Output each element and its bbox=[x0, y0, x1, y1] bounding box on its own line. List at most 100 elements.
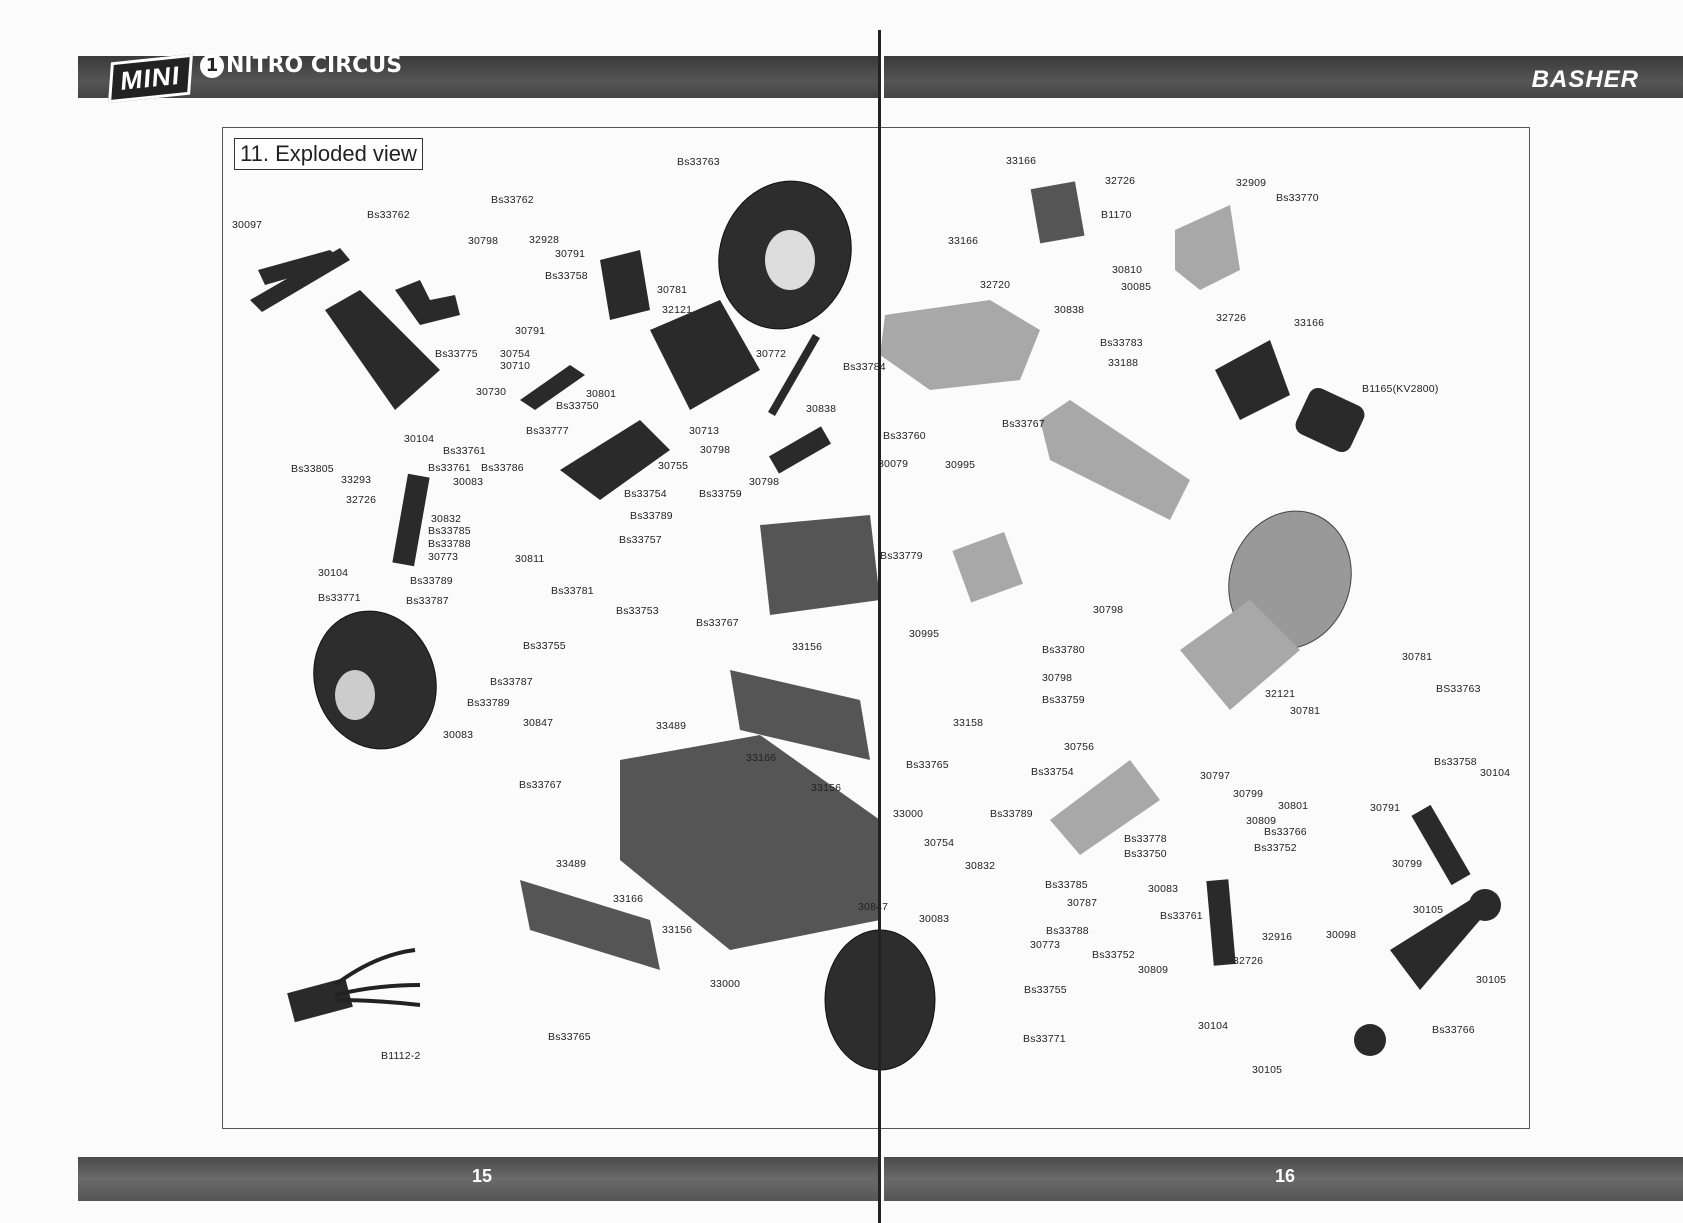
part-label: 30797 bbox=[1200, 770, 1231, 782]
part-label: Bs33766 bbox=[1432, 1024, 1475, 1036]
part-label: 30773 bbox=[1030, 939, 1061, 951]
part-label: Bs33765 bbox=[906, 759, 949, 771]
part-label: 33489 bbox=[556, 858, 587, 870]
part-label: 30104 bbox=[1198, 1020, 1229, 1032]
part-label: 33156 bbox=[792, 641, 823, 653]
part-label: 30798 bbox=[749, 476, 780, 488]
page-number-right: 16 bbox=[1275, 1166, 1296, 1186]
part-label: Bs33758 bbox=[1434, 756, 1477, 768]
skid-plate-part bbox=[325, 290, 440, 410]
part-label: 30104 bbox=[318, 567, 349, 579]
upper-arm-left-part bbox=[520, 365, 585, 410]
part-label: Bs33785 bbox=[1045, 879, 1088, 891]
part-label: 30710 bbox=[500, 360, 531, 372]
part-label: 32720 bbox=[980, 279, 1011, 291]
part-label: 30809 bbox=[1138, 964, 1169, 976]
nitro-circus-text: NITRO CIRCUS bbox=[226, 53, 403, 78]
chassis-plate-part bbox=[620, 735, 880, 950]
front-bumper-part bbox=[250, 248, 350, 312]
part-label: B1170 bbox=[1101, 209, 1132, 221]
part-label: Bs33759 bbox=[1042, 694, 1085, 706]
part-label: 30085 bbox=[1121, 281, 1152, 293]
part-label: 30799 bbox=[1233, 788, 1264, 800]
part-label: 32726 bbox=[1233, 955, 1264, 967]
part-label: 32121 bbox=[1265, 688, 1296, 700]
battery-tray-bottom-part bbox=[520, 880, 660, 970]
part-label: 30995 bbox=[909, 628, 940, 640]
part-label: Bs33771 bbox=[1023, 1033, 1066, 1045]
part-label: Bs33783 bbox=[1100, 337, 1143, 349]
part-label: 30798 bbox=[700, 444, 731, 456]
shock-left-part bbox=[392, 473, 430, 567]
part-label: Bs33758 bbox=[545, 270, 588, 282]
part-label: Bs33755 bbox=[523, 640, 566, 652]
part-label: 30791 bbox=[515, 325, 546, 337]
part-label: 30809 bbox=[1246, 815, 1277, 827]
header-bar-right bbox=[884, 56, 1683, 98]
part-label: 30781 bbox=[1290, 705, 1321, 717]
part-label: 30105 bbox=[1413, 904, 1444, 916]
part-label: Bs33788 bbox=[428, 538, 471, 550]
rear-chassis-part bbox=[1180, 600, 1300, 710]
part-label: Bs33778 bbox=[1124, 833, 1167, 845]
servo-part bbox=[1030, 181, 1085, 244]
part-label: Bs33761 bbox=[428, 462, 471, 474]
part-label: Bs33766 bbox=[1264, 826, 1307, 838]
part-label: 33166 bbox=[948, 235, 979, 247]
part-label: 33000 bbox=[710, 978, 741, 990]
part-label: Bs33777 bbox=[526, 425, 569, 437]
part-label: Bs33785 bbox=[428, 525, 471, 537]
logo-badge: 1 bbox=[200, 54, 224, 78]
battery-tray-top-part bbox=[730, 670, 870, 760]
servo-saver-part bbox=[769, 426, 831, 474]
motor-part bbox=[1295, 387, 1365, 453]
part-label: 30104 bbox=[404, 433, 435, 445]
lower-arm-left-part bbox=[560, 420, 670, 500]
part-label: 32726 bbox=[346, 494, 377, 506]
part-label: 30832 bbox=[965, 860, 996, 872]
part-label: 30838 bbox=[806, 403, 837, 415]
part-label: Bs33761 bbox=[443, 445, 486, 457]
part-label: 30755 bbox=[658, 460, 689, 472]
part-label: 30773 bbox=[428, 551, 459, 563]
part-label: 33489 bbox=[656, 720, 687, 732]
part-label: 30754 bbox=[924, 837, 955, 849]
part-label: 32916 bbox=[1262, 931, 1293, 943]
part-label: Bs33787 bbox=[406, 595, 449, 607]
part-label: 30104 bbox=[1480, 767, 1511, 779]
part-label: 30798 bbox=[1093, 604, 1124, 616]
part-label: 32928 bbox=[529, 234, 560, 246]
part-label: Bs33767 bbox=[519, 779, 562, 791]
part-label: 30713 bbox=[689, 425, 720, 437]
part-label: 30791 bbox=[555, 248, 586, 260]
part-label: Bs33761 bbox=[1160, 910, 1203, 922]
part-label: Bs33762 bbox=[367, 209, 410, 221]
part-label: 30787 bbox=[1067, 897, 1098, 909]
wheelie-bar-wheel-top bbox=[1469, 889, 1501, 921]
part-label: Bs33775 bbox=[435, 348, 478, 360]
part-label: 30832 bbox=[431, 513, 462, 525]
part-label: Bs33789 bbox=[467, 697, 510, 709]
page-number-left: 15 bbox=[472, 1166, 493, 1186]
part-label: Bs33789 bbox=[990, 808, 1033, 820]
section-title: 11. Exploded view bbox=[234, 138, 423, 170]
part-label: 33188 bbox=[1108, 357, 1139, 369]
part-label: 33166 bbox=[1006, 155, 1037, 167]
part-label: 30811 bbox=[515, 553, 545, 565]
part-label: 30730 bbox=[476, 386, 507, 398]
part-label: 33000 bbox=[893, 808, 924, 820]
part-label: 30847 bbox=[523, 717, 554, 729]
page-spine bbox=[878, 30, 881, 1223]
esc-part bbox=[287, 948, 421, 1023]
part-label: Bs33779 bbox=[880, 550, 923, 562]
part-label: Bs33805 bbox=[291, 463, 334, 475]
part-label: Bs33787 bbox=[490, 676, 533, 688]
gear-cover-part bbox=[1175, 205, 1240, 290]
wheelie-bar-wheel-bottom bbox=[1354, 1024, 1386, 1056]
part-label: 30995 bbox=[945, 459, 976, 471]
part-label: 30079 bbox=[878, 458, 909, 470]
part-label: 30791 bbox=[1370, 802, 1401, 814]
part-label: 30772 bbox=[756, 348, 787, 360]
part-label: 33293 bbox=[341, 474, 372, 486]
